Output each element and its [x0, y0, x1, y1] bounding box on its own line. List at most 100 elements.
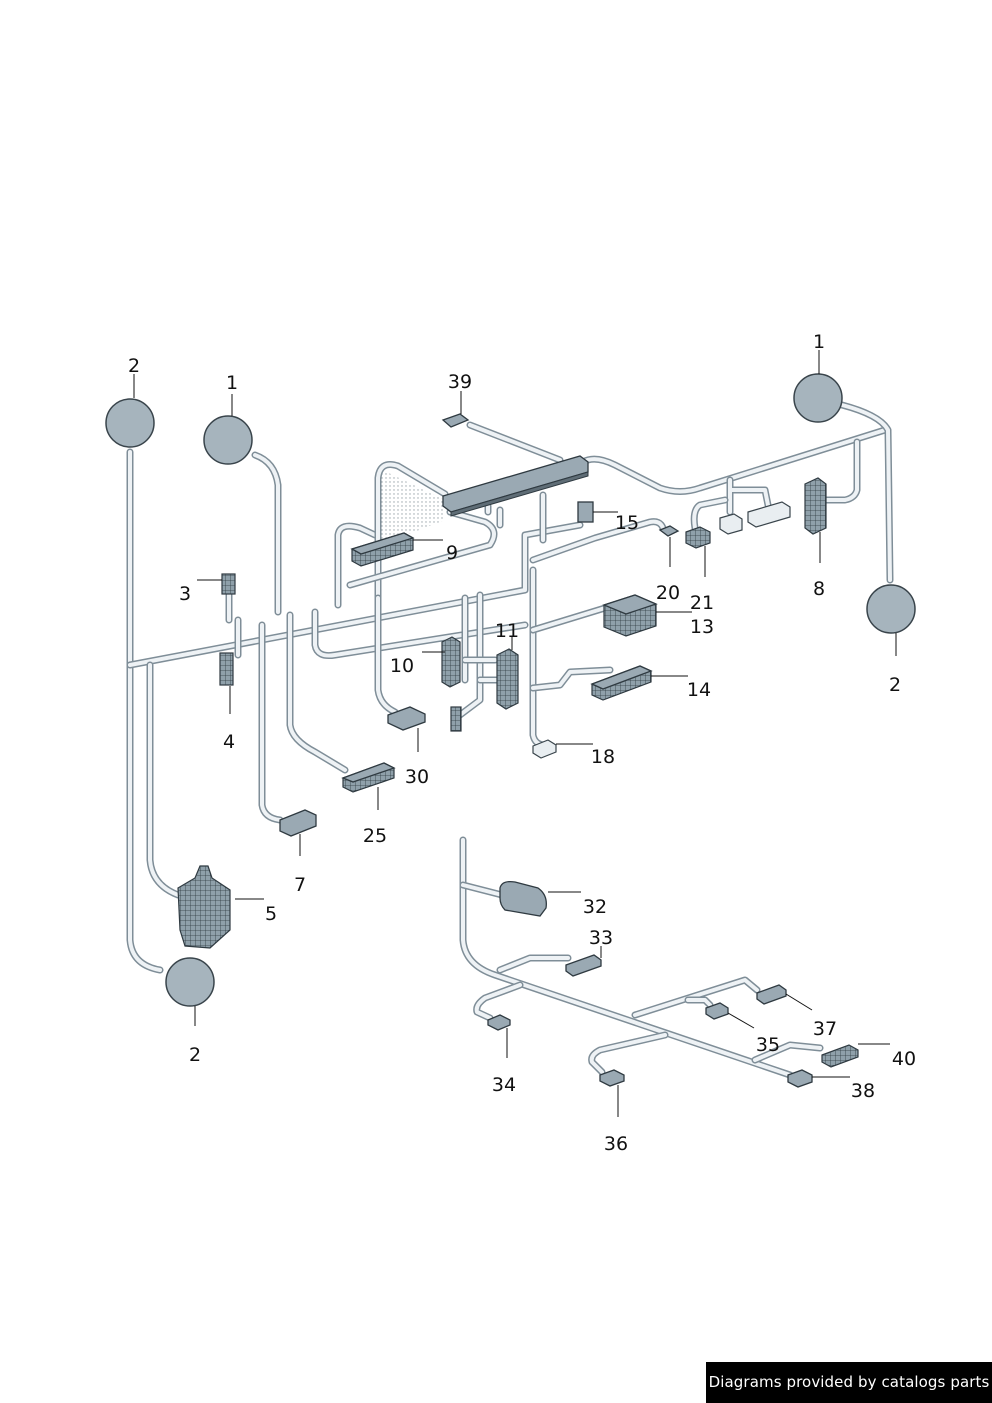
- connector-11: [496, 648, 519, 710]
- wire: [251, 451, 282, 616]
- junction-bar: [442, 455, 589, 513]
- connector-36: [599, 1069, 625, 1087]
- wire: [288, 613, 347, 772]
- part-label-35: 35: [756, 1034, 780, 1056]
- wire: [128, 523, 582, 667]
- wire: [348, 510, 496, 587]
- part-label-39: 39: [448, 371, 472, 393]
- wire: [840, 403, 892, 582]
- wire: [376, 462, 447, 600]
- wire: [334, 522, 379, 609]
- wire: [458, 593, 482, 717]
- part-label-33: 33: [589, 927, 613, 949]
- part-label-40: 40: [892, 1048, 916, 1070]
- wire: [579, 426, 889, 495]
- wire: [823, 440, 859, 502]
- wire: [486, 493, 545, 542]
- connector-13-top: [602, 594, 658, 615]
- connectors: [177, 413, 859, 1088]
- connector-40: [821, 1044, 859, 1068]
- wire: [313, 610, 527, 658]
- wire: [376, 596, 397, 714]
- wire: [126, 448, 164, 974]
- part-labels: 2 1 39 1 3 9 15 20 21 8 13 2 4 10 11 14 …: [128, 331, 916, 1155]
- connector-30: [387, 706, 426, 731]
- connector-15: [577, 501, 594, 523]
- wire: [311, 608, 529, 659]
- connector-32: [499, 880, 547, 917]
- part-label-38: 38: [851, 1080, 875, 1102]
- wire: [581, 428, 887, 494]
- connector-aux-a: [719, 513, 743, 535]
- part-label-15: 15: [615, 512, 639, 534]
- part-label-11: 11: [495, 620, 519, 642]
- part-label-1: 1: [226, 372, 238, 394]
- connector-35: [705, 1002, 729, 1020]
- part-label-2: 2: [889, 674, 901, 696]
- part-label-20: 20: [656, 582, 680, 604]
- connector-37: [756, 984, 787, 1005]
- wire: [498, 956, 570, 972]
- wire: [531, 568, 547, 747]
- grommet: [793, 373, 843, 423]
- wire: [531, 606, 607, 632]
- connector-34: [487, 1014, 511, 1031]
- junction-bar-face: [450, 471, 589, 517]
- wire: [474, 983, 522, 1020]
- part-label-9: 9: [446, 542, 458, 564]
- connector-5: [177, 865, 231, 949]
- wire: [260, 623, 282, 822]
- grommet: [203, 415, 253, 465]
- harness-sheath-panel: [378, 468, 445, 545]
- connector-8: [804, 477, 827, 535]
- wire: [146, 661, 182, 899]
- part-label-14: 14: [687, 679, 711, 701]
- wire: [336, 524, 377, 607]
- grommet: [105, 398, 155, 448]
- part-label-18: 18: [591, 746, 615, 768]
- connector-10: [441, 636, 461, 688]
- credit-banner: Diagrams provided by catalogs parts: [706, 1362, 992, 1403]
- wire: [728, 478, 770, 514]
- wire: [589, 1033, 667, 1074]
- part-label-34: 34: [492, 1074, 516, 1096]
- part-label-37: 37: [813, 1018, 837, 1040]
- wire: [148, 663, 180, 897]
- leader-line: [785, 993, 813, 1011]
- wire: [461, 838, 792, 1077]
- wire: [588, 1031, 669, 1076]
- grommet: [866, 584, 916, 634]
- connector-33: [565, 954, 602, 977]
- part-label-25: 25: [363, 825, 387, 847]
- connector-3: [221, 573, 236, 595]
- wire: [253, 453, 280, 614]
- part-label-5: 5: [265, 903, 277, 925]
- wire: [461, 883, 504, 897]
- connector-7: [279, 809, 317, 837]
- part-label-10: 10: [390, 655, 414, 677]
- wire: [531, 519, 665, 562]
- part-label-2: 2: [189, 1044, 201, 1066]
- part-label-30: 30: [405, 766, 429, 788]
- part-label-4: 4: [223, 731, 235, 753]
- wire: [692, 498, 727, 530]
- connector-aux-c: [450, 706, 462, 732]
- leader-lines: [133, 350, 897, 1117]
- part-label-8: 8: [813, 578, 825, 600]
- upper-harness-wires: [126, 401, 894, 974]
- part-label-21: 21: [690, 592, 714, 614]
- wire: [633, 978, 759, 1017]
- connector-14-top: [590, 665, 653, 690]
- part-label-7: 7: [294, 874, 306, 896]
- connector-9-top: [350, 532, 415, 555]
- wire: [128, 450, 162, 972]
- connector-4: [219, 652, 234, 686]
- wire: [686, 998, 712, 1007]
- connector-20: [658, 525, 680, 537]
- part-label-36: 36: [604, 1133, 628, 1155]
- part-label-2: 2: [128, 355, 140, 377]
- part-label-1: 1: [813, 331, 825, 353]
- connector-aux-b: [747, 501, 791, 528]
- connector-25-top: [341, 762, 396, 783]
